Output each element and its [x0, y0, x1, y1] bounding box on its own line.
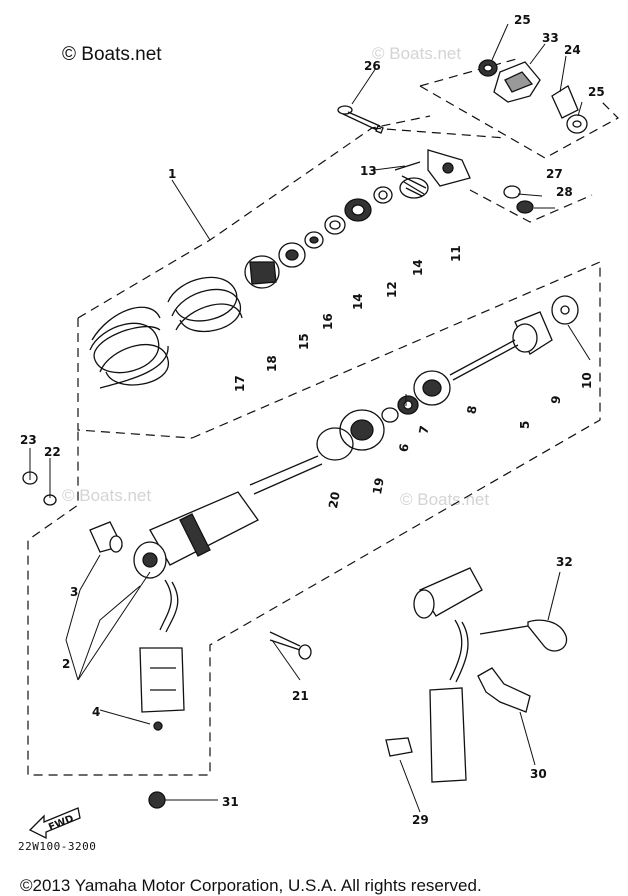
part-14-ring-upper	[373, 186, 393, 204]
part-11-adjuster	[399, 175, 429, 199]
part-7-ring	[397, 395, 419, 415]
faint-watermark-left: © Boats.net	[62, 486, 152, 505]
part-28-nut	[516, 200, 534, 214]
part-26-bolt	[337, 105, 384, 134]
part-21-bolt	[269, 631, 312, 660]
callout-11: 11	[449, 245, 463, 262]
callout-17: 17	[233, 375, 247, 392]
callout-24: 24	[564, 43, 581, 57]
callout-21: 21	[292, 689, 309, 703]
assembly-boundary-lines	[27, 57, 619, 776]
callout-26: 26	[364, 59, 381, 73]
part-4-plug	[153, 721, 163, 731]
part-24-collar	[551, 85, 579, 119]
part-32-hose-clip	[479, 619, 568, 652]
callout-19: 19	[370, 477, 387, 496]
faint-watermark-right: © Boats.net	[400, 490, 490, 509]
part-12-nut	[344, 198, 372, 222]
callout-25-top: 25	[514, 13, 531, 27]
copyright-notice: ©2013 Yamaha Motor Corporation, U.S.A. A…	[20, 876, 482, 895]
part-17-spring-front	[89, 306, 169, 389]
part-25-bushing-top	[478, 59, 498, 77]
callout-14-upper: 14	[411, 259, 425, 276]
part-8-spring-seat	[413, 370, 451, 406]
part-19-spring-seat	[339, 409, 385, 451]
right-reservoir-assembly	[413, 567, 483, 783]
callout-27: 27	[546, 167, 563, 181]
part-20-o-ring	[316, 427, 354, 461]
part-2-reservoir	[139, 579, 185, 713]
part-9-bumper	[512, 311, 553, 355]
callout-8: 8	[464, 404, 479, 415]
part-25-bushing-bottom	[566, 114, 588, 134]
part-27-washer	[503, 185, 521, 199]
part-upper-mount	[394, 149, 471, 187]
callout-22: 22	[44, 445, 61, 459]
callout-23: 23	[20, 433, 37, 447]
callout-3: 3	[70, 585, 78, 599]
callout-16: 16	[321, 313, 335, 330]
callout-7: 7	[416, 424, 431, 435]
fwd-direction-arrow	[28, 807, 81, 840]
diagram-part-code: 22W100-3200	[18, 840, 97, 853]
part-15-spring-seat	[278, 242, 306, 268]
callout-13: 13	[360, 164, 377, 178]
part-3-bushing	[89, 521, 123, 553]
callout-29: 29	[412, 813, 429, 827]
callout-12: 12	[385, 281, 399, 298]
callout-9: 9	[548, 394, 563, 405]
part-33-cover	[493, 61, 541, 103]
callout-15: 15	[297, 333, 311, 350]
part-16-washer	[304, 231, 324, 249]
faint-watermark-top: © Boats.net	[372, 44, 462, 63]
callout-6: 6	[396, 442, 411, 453]
part-30-bracket	[477, 667, 531, 713]
part-5-rod	[449, 339, 519, 381]
part-29-pad	[385, 737, 413, 757]
callout-numbers: 1 2 3 4 5 6 7 8 9 10 11 12 13 14 14 15 1…	[20, 13, 605, 833]
part-14-ring-lower	[324, 215, 346, 235]
part-17-spring-rear	[167, 276, 243, 333]
part-6-washer	[381, 407, 399, 423]
part-18-spring-guide	[244, 255, 280, 289]
callout-5: 5	[518, 421, 532, 429]
callout-10: 10	[580, 372, 594, 389]
callout-14-lower: 14	[351, 293, 365, 310]
callout-33: 33	[542, 31, 559, 45]
callout-2: 2	[62, 657, 70, 671]
callout-1: 1	[168, 167, 176, 181]
callout-31: 31	[222, 795, 239, 809]
callout-20: 20	[326, 491, 343, 510]
callout-leader-lines	[29, 23, 591, 813]
callout-4: 4	[92, 705, 100, 719]
callout-28: 28	[556, 185, 573, 199]
callout-30: 30	[530, 767, 547, 781]
boats-net-watermark: © Boats.net	[62, 44, 162, 65]
callout-32: 32	[556, 555, 573, 569]
callout-18: 18	[265, 355, 279, 372]
shock-absorber-body	[133, 455, 323, 579]
part-10-washer	[551, 295, 579, 325]
callout-25-bottom: 25	[588, 85, 605, 99]
part-31-cap	[148, 791, 166, 809]
